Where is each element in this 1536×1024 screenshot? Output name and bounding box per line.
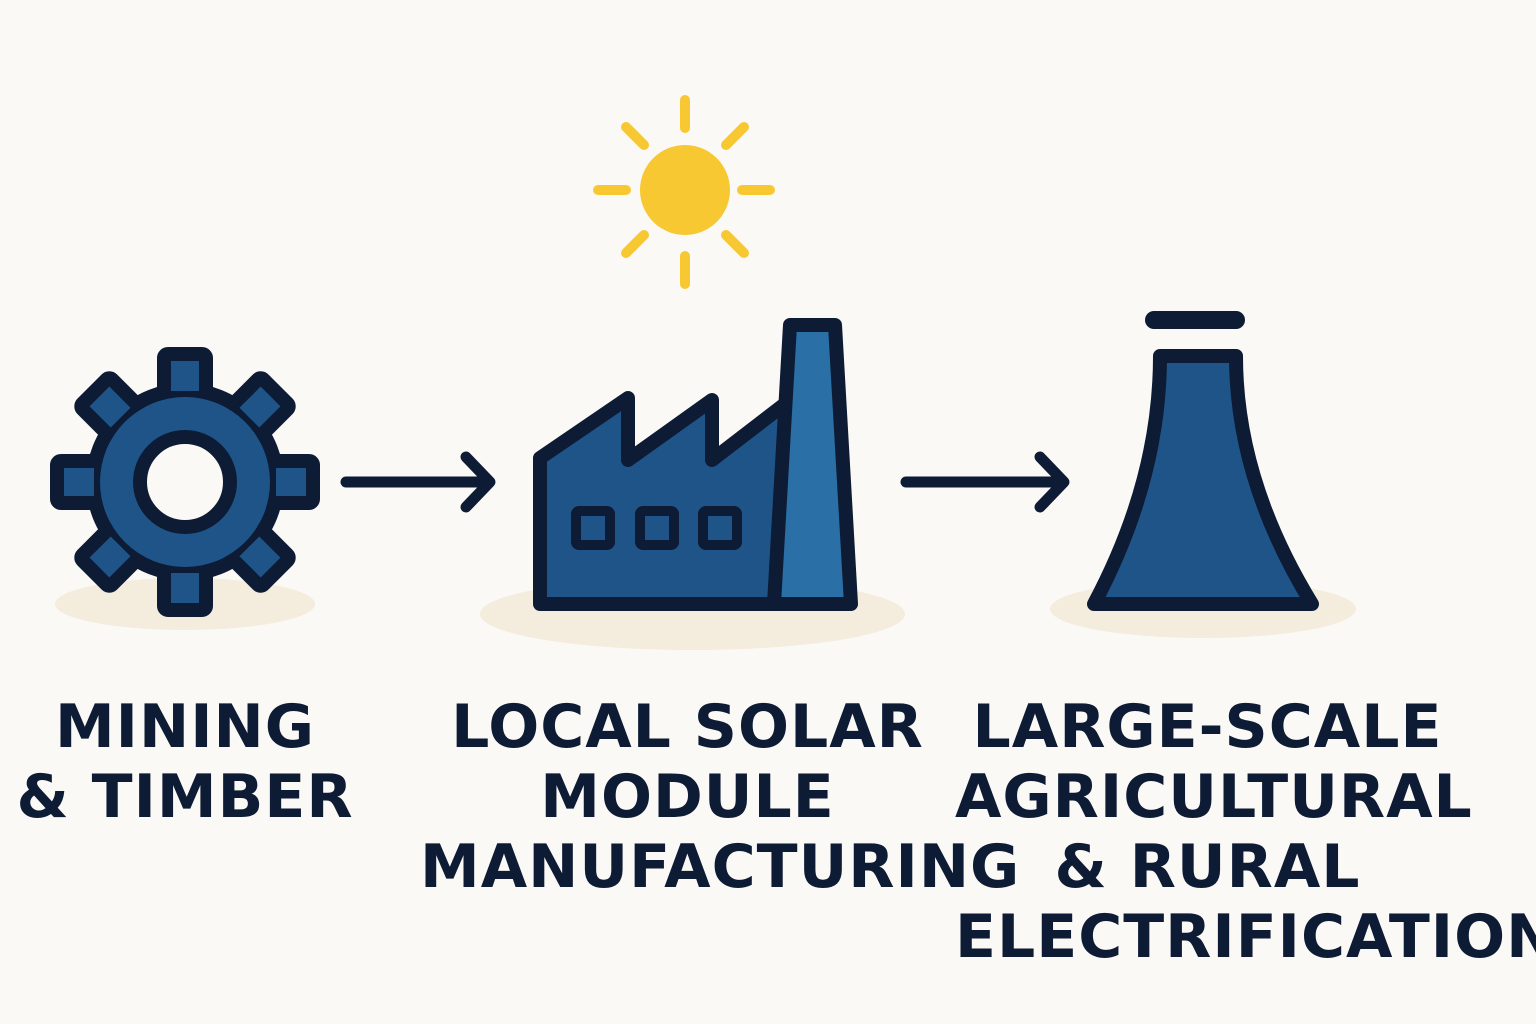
step-label-line: & RURAL <box>1054 832 1361 902</box>
gear-icon <box>50 347 320 617</box>
step-label-line: MODULE <box>540 762 835 832</box>
step-label-line: AGRICULTURAL <box>955 762 1473 832</box>
step-label-line: ELECTRIFICATION <box>955 902 1536 972</box>
step-label-line: MANUFACTURING <box>420 832 1021 902</box>
step-label-line: LARGE-SCALE <box>972 692 1443 762</box>
factory-icon <box>533 318 858 611</box>
step-label-electrification: LARGE-SCALE AGRICULTURAL & RURAL ELECTRI… <box>955 692 1536 972</box>
step-label-line: & TIMBER <box>16 762 354 832</box>
step-label-line: MINING <box>54 692 316 762</box>
cooling-tower-icon <box>1087 311 1319 611</box>
step-label-mining: MINING & TIMBER <box>0 692 370 832</box>
step-label-manufacturing: LOCAL SOLAR MODULE MANUFACTURING <box>420 692 1021 902</box>
arrow-right-icon <box>900 451 1070 513</box>
step-label-line: LOCAL SOLAR <box>451 692 924 762</box>
arrow-right-icon <box>340 451 496 513</box>
sun-icon <box>593 95 775 289</box>
